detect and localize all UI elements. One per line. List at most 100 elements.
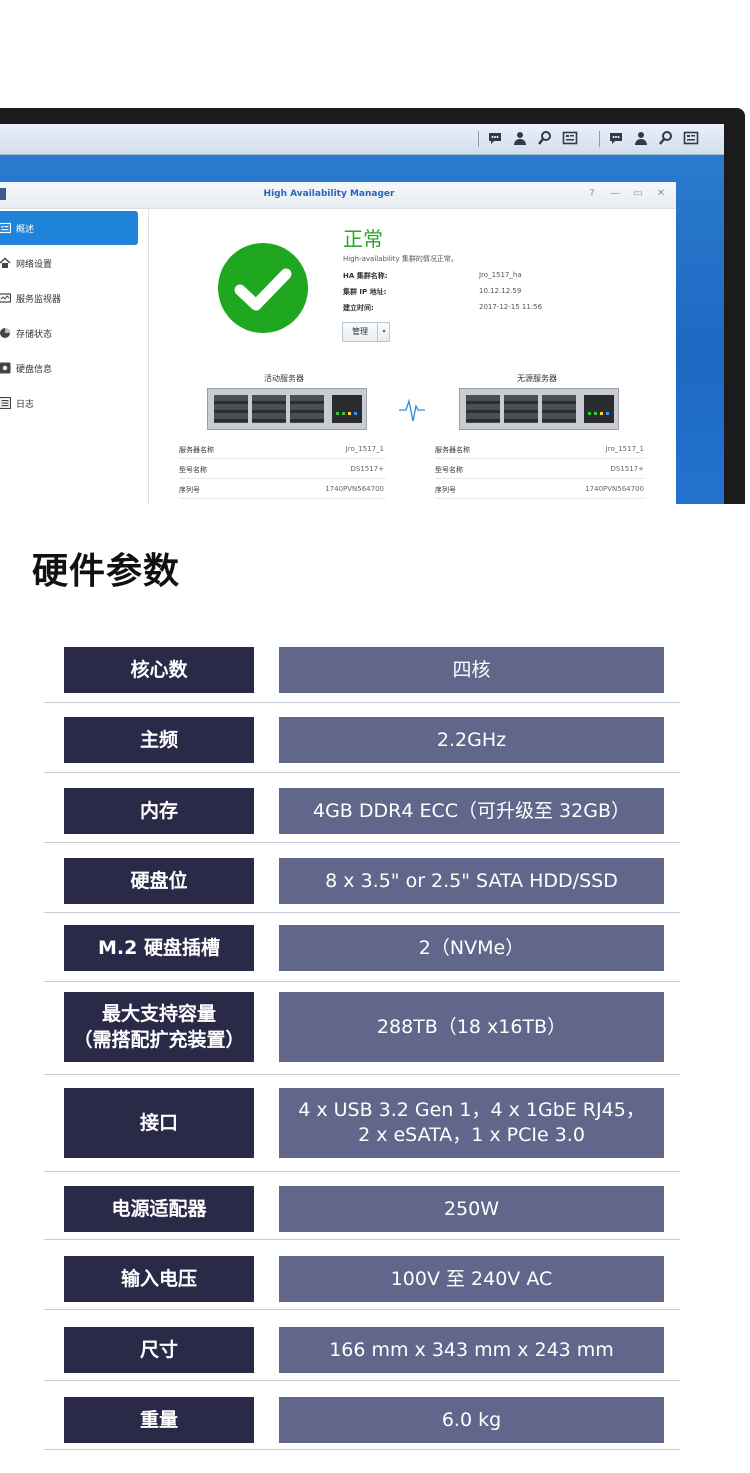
disk-icon bbox=[0, 362, 11, 374]
log-icon bbox=[0, 397, 11, 409]
sidebar-item-label: 服务监视器 bbox=[16, 294, 62, 305]
spec-row-frequency: 主频 2.2GHz bbox=[44, 717, 680, 773]
spec-label: 内存 bbox=[64, 788, 254, 834]
info-value: 10.12.12.59 bbox=[479, 287, 522, 295]
sidebar: 概述 网络设置 服务监视器 存储状态 硬盘信息 bbox=[0, 209, 149, 504]
spec-value: 250W bbox=[279, 1186, 664, 1232]
monitor-screenshot: High Availability Manager ? — ▭ ✕ 概述 网络设… bbox=[0, 108, 745, 504]
server-info-key: 序列号 bbox=[179, 486, 200, 494]
close-button[interactable]: ✕ bbox=[656, 188, 666, 199]
sidebar-item-service-monitor[interactable]: 服务监视器 bbox=[0, 281, 138, 315]
spec-label: 输入电压 bbox=[64, 1256, 254, 1302]
taskbar-separator bbox=[599, 131, 600, 147]
nas-device-image bbox=[459, 388, 619, 430]
search-icon[interactable] bbox=[537, 130, 553, 146]
server-info-value: DS1517+ bbox=[610, 465, 644, 473]
spec-row-input-voltage: 输入电压 100V 至 240V AC bbox=[44, 1256, 680, 1310]
user-icon[interactable] bbox=[512, 130, 528, 146]
chevron-down-icon[interactable]: ▾ bbox=[377, 323, 390, 341]
server-info-key: 型号名称 bbox=[435, 466, 463, 474]
nas-device-image bbox=[207, 388, 367, 430]
sidebar-item-log[interactable]: 日志 bbox=[0, 386, 138, 420]
spec-row-weight: 重量 6.0 kg bbox=[44, 1397, 680, 1450]
sidebar-item-overview[interactable]: 概述 bbox=[0, 211, 138, 245]
chat-icon[interactable] bbox=[487, 130, 503, 146]
minimize-button[interactable]: — bbox=[610, 188, 620, 199]
spec-row-ports: 接口 4 x USB 3.2 Gen 1，4 x 1GbE RJ45， 2 x … bbox=[44, 1088, 680, 1172]
server-info-value: DS1517+ bbox=[350, 465, 384, 473]
passive-server-title: 无源服务器 bbox=[517, 374, 557, 383]
sidebar-item-label: 日志 bbox=[16, 399, 35, 410]
spec-label: 最大支持容量 （需搭配扩充装置） bbox=[64, 992, 254, 1062]
spec-value: 四核 bbox=[279, 647, 664, 693]
drive-bay bbox=[542, 395, 576, 423]
heartbeat-icon bbox=[399, 398, 425, 422]
spec-row-m2-slots: M.2 硬盘插槽 2（NVMe） bbox=[44, 925, 680, 982]
window-titlebar[interactable]: High Availability Manager ? — ▭ ✕ bbox=[0, 182, 676, 209]
help-button[interactable]: ? bbox=[589, 188, 595, 199]
server-info-value: 1740PVN564700 bbox=[585, 485, 644, 493]
spec-label: 硬盘位 bbox=[64, 858, 254, 904]
user-icon[interactable] bbox=[633, 130, 649, 146]
sidebar-item-network[interactable]: 网络设置 bbox=[0, 246, 138, 280]
spec-label: 核心数 bbox=[64, 647, 254, 693]
maximize-button[interactable]: ▭ bbox=[633, 188, 643, 199]
drive-bay bbox=[214, 395, 248, 423]
storage-icon bbox=[0, 328, 10, 338]
spec-label: 重量 bbox=[64, 1397, 254, 1443]
taskbar bbox=[0, 124, 724, 155]
spec-value: 4 x USB 3.2 Gen 1，4 x 1GbE RJ45， 2 x eSA… bbox=[279, 1088, 664, 1158]
info-label: 集群 IP 地址: bbox=[343, 288, 387, 296]
spec-value: 6.0 kg bbox=[279, 1397, 664, 1443]
info-label: HA 集群名称: bbox=[343, 272, 388, 280]
spec-label: 主频 bbox=[64, 717, 254, 763]
server-info-key: 型号名称 bbox=[179, 466, 207, 474]
manage-button-label: 管理 bbox=[352, 327, 368, 336]
sidebar-item-label: 网络设置 bbox=[16, 259, 53, 270]
spec-row-dimensions: 尺寸 166 mm x 343 mm x 243 mm bbox=[44, 1327, 680, 1381]
info-value: Jro_1517_ha bbox=[479, 271, 522, 279]
spec-value: 4GB DDR4 ECC（可升级至 32GB） bbox=[279, 788, 664, 834]
taskbar-icon-group bbox=[487, 130, 578, 146]
status-panel bbox=[332, 395, 362, 423]
app-icon bbox=[0, 188, 6, 200]
spec-value: 8 x 3.5" or 2.5" SATA HDD/SSD bbox=[279, 858, 664, 904]
server-info-row: 序列号 1740PVN564700 bbox=[179, 480, 386, 499]
ha-manager-window: High Availability Manager ? — ▭ ✕ 概述 网络设… bbox=[0, 182, 676, 504]
spec-row-max-capacity: 最大支持容量 （需搭配扩充装置） 288TB（18 x16TB） bbox=[44, 992, 680, 1075]
spec-label: 接口 bbox=[64, 1088, 254, 1158]
search-icon[interactable] bbox=[658, 130, 674, 146]
spec-label: 电源适配器 bbox=[64, 1186, 254, 1232]
server-info-key: 服务器名称 bbox=[179, 446, 214, 454]
spec-row-cores: 核心数 四核 bbox=[44, 647, 680, 703]
server-info-value: 1740PVN564700 bbox=[325, 485, 384, 493]
spec-value: 2.2GHz bbox=[279, 717, 664, 763]
widget-icon[interactable] bbox=[683, 130, 699, 146]
checkmark-icon bbox=[234, 268, 292, 311]
server-info-key: 服务器名称 bbox=[435, 446, 470, 454]
cluster-status: 正常 bbox=[343, 227, 383, 251]
service-monitor-icon bbox=[0, 293, 11, 303]
desktop: High Availability Manager ? — ▭ ✕ 概述 网络设… bbox=[0, 124, 724, 504]
overview-panel: 正常 High-availability 集群的情况正常。 HA 集群名称: J… bbox=[149, 209, 676, 504]
server-info-row: 型号名称 DS1517+ bbox=[179, 460, 386, 479]
sidebar-item-storage[interactable]: 存储状态 bbox=[0, 316, 138, 350]
status-description: High-availability 集群的情况正常。 bbox=[343, 255, 458, 263]
chat-icon[interactable] bbox=[608, 130, 624, 146]
overview-icon bbox=[0, 222, 11, 234]
server-info-row: 服务器名称 Jro_1517_1 bbox=[179, 440, 386, 459]
sidebar-item-disk-info[interactable]: 硬盘信息 bbox=[0, 351, 138, 385]
server-info-row: 服务器名称 Jro_1517_1 bbox=[435, 440, 646, 459]
spec-row-drive-bays: 硬盘位 8 x 3.5" or 2.5" SATA HDD/SSD bbox=[44, 858, 680, 913]
spec-row-power-adapter: 电源适配器 250W bbox=[44, 1186, 680, 1240]
sidebar-item-label: 存储状态 bbox=[16, 329, 53, 340]
manage-button[interactable]: 管理 ▾ bbox=[342, 322, 390, 342]
network-icon bbox=[0, 257, 11, 268]
server-info-value: Jro_1517_1 bbox=[345, 445, 384, 453]
active-server-title: 活动服务器 bbox=[264, 374, 304, 383]
spec-row-memory: 内存 4GB DDR4 ECC（可升级至 32GB） bbox=[44, 788, 680, 843]
healthy-status-icon bbox=[218, 243, 308, 333]
widget-icon[interactable] bbox=[562, 130, 578, 146]
spec-label: M.2 硬盘插槽 bbox=[64, 925, 254, 971]
spec-value: 2（NVMe） bbox=[279, 925, 664, 971]
